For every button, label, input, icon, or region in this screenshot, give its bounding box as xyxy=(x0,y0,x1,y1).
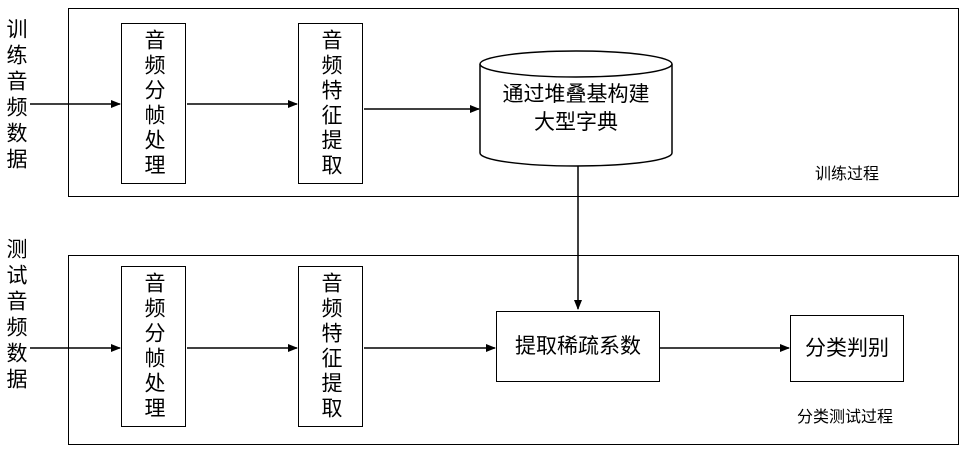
sparse-coefficient-text: 提取稀疏系数 xyxy=(515,332,641,360)
dictionary-text: 通过堆叠基构建大型字典 xyxy=(501,80,651,137)
testing-audio-framing-text: 音频分帧处理 xyxy=(143,272,164,422)
testing-process-caption: 分类测试过程 xyxy=(797,403,893,427)
testing-audio-framing-box: 音频分帧处理 xyxy=(121,266,186,427)
testing-feature-extraction-box: 音频特征提取 xyxy=(298,266,363,427)
dictionary-text-wrap: 通过堆叠基构建大型字典 xyxy=(486,80,666,137)
training-process-caption: 训练过程 xyxy=(815,160,879,184)
classification-box: 分类判别 xyxy=(790,315,904,382)
classification-text: 分类判别 xyxy=(805,334,889,362)
sparse-coefficient-box: 提取稀疏系数 xyxy=(496,311,660,382)
testing-feature-extraction-text: 音频特征提取 xyxy=(320,272,341,422)
